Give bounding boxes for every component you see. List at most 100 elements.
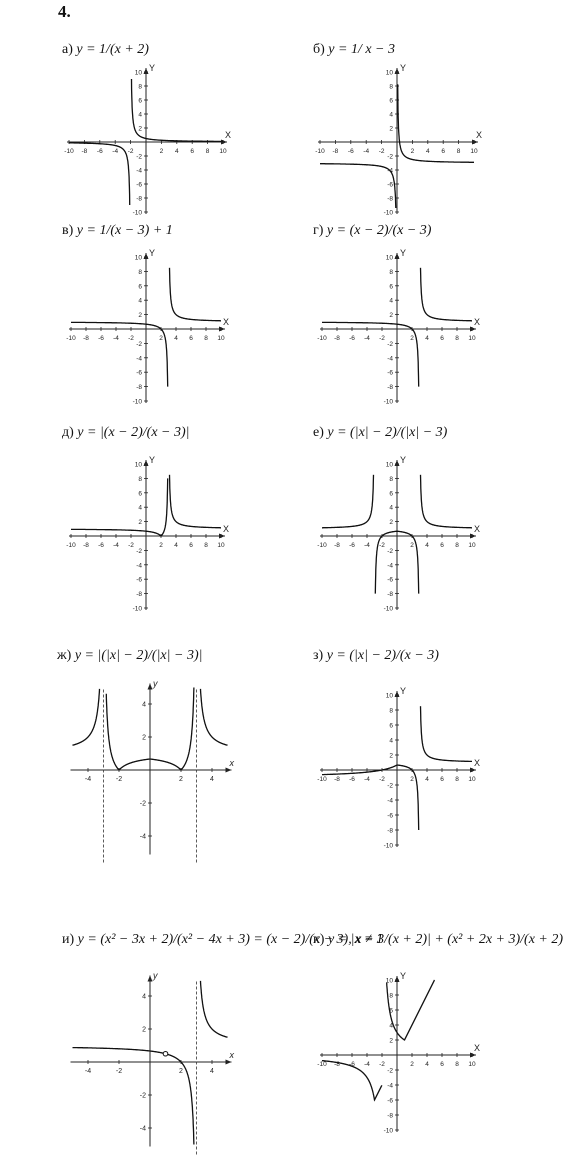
y-tick-label: 2 — [138, 312, 142, 319]
y-arrow-icon — [394, 976, 400, 982]
x-tick-label: -2 — [116, 776, 122, 783]
y-tick-label: 10 — [135, 255, 143, 262]
x-tick-label: -8 — [333, 148, 339, 155]
function-curve — [72, 980, 228, 1145]
x-tick-label: 6 — [189, 335, 193, 342]
y-tick-label: -4 — [136, 168, 142, 175]
y-tick-label: -10 — [384, 1128, 394, 1135]
y-tick-label: 10 — [386, 693, 394, 700]
y-tick-label: 8 — [138, 269, 142, 276]
x-tick-label: -10 — [64, 148, 74, 155]
y-tick-label: -4 — [140, 834, 146, 841]
y-tick-label: -2 — [387, 341, 393, 348]
y-tick-label: -6 — [136, 370, 142, 377]
x-tick-label: 10 — [217, 335, 225, 342]
item-label-k: к) y = |x − 3/(x + 2)| + (x² + 2x + 3)/(… — [313, 932, 563, 947]
x-tick-label: -8 — [82, 148, 88, 155]
y-tick-label: 2 — [142, 1027, 146, 1034]
x-tick-label: -8 — [83, 542, 89, 549]
y-tick-label: 6 — [138, 490, 142, 497]
x-tick-label: -4 — [113, 335, 119, 342]
x-tick-label: -10 — [317, 542, 327, 549]
x-tick-label: 10 — [219, 148, 227, 155]
y-tick-label: -2 — [140, 801, 146, 808]
x-tick-label: 2 — [411, 148, 415, 155]
y-tick-label: 10 — [135, 462, 143, 469]
y-tick-label: 2 — [138, 519, 142, 526]
y-tick-label: 4 — [389, 112, 393, 119]
x-tick-label: 2 — [159, 335, 163, 342]
x-tick-label: -6 — [97, 148, 103, 155]
y-tick-label: 4 — [142, 702, 146, 709]
x-tick-label: -6 — [98, 542, 104, 549]
y-tick-label: 2 — [389, 519, 393, 526]
x-tick-label: -4 — [364, 1061, 370, 1068]
y-tick-label: 6 — [389, 283, 393, 290]
x-axis-label: X — [474, 524, 480, 534]
x-tick-label: 4 — [425, 776, 429, 783]
y-tick-label: -6 — [387, 182, 393, 189]
y-tick-label: -2 — [140, 1093, 146, 1100]
y-arrow-icon — [394, 253, 400, 259]
y-tick-label: -2 — [136, 548, 142, 555]
y-tick-label: -6 — [387, 813, 393, 820]
y-tick-label: 8 — [389, 269, 393, 276]
x-tick-label: 4 — [426, 148, 430, 155]
x-tick-label: 2 — [159, 542, 163, 549]
x-arrow-icon — [225, 767, 232, 773]
y-tick-label: -8 — [136, 196, 142, 203]
x-axis-label: X — [476, 130, 482, 140]
y-tick-label: -4 — [136, 562, 142, 569]
x-arrow-icon — [225, 1059, 232, 1065]
y-tick-label: -8 — [387, 196, 393, 203]
y-axis-label: Y — [400, 248, 406, 258]
y-tick-label: 6 — [389, 98, 393, 105]
y-tick-label: 2 — [389, 753, 393, 760]
y-arrow-icon — [394, 68, 400, 74]
y-tick-label: 8 — [138, 476, 142, 483]
x-tick-label: -8 — [334, 1061, 340, 1068]
y-tick-label: -8 — [136, 384, 142, 391]
function-curve — [320, 84, 474, 209]
y-tick-label: 10 — [386, 978, 394, 985]
y-tick-label: -8 — [387, 384, 393, 391]
y-tick-label: 8 — [389, 476, 393, 483]
x-tick-label: 10 — [470, 148, 478, 155]
y-tick-label: -4 — [387, 562, 393, 569]
y-axis-label: Y — [400, 686, 406, 696]
y-tick-label: 2 — [142, 735, 146, 742]
x-tick-label: -10 — [317, 776, 327, 783]
y-arrow-icon — [147, 683, 153, 690]
x-tick-label: -2 — [379, 148, 385, 155]
x-tick-label: 8 — [455, 1061, 459, 1068]
y-tick-label: 8 — [389, 84, 393, 91]
x-tick-label: 8 — [206, 148, 210, 155]
x-tick-label: -4 — [112, 148, 118, 155]
x-tick-label: 2 — [410, 542, 414, 549]
y-tick-label: -10 — [384, 843, 394, 850]
y-tick-label: -8 — [387, 828, 393, 835]
item-label-i: и) y = (x² − 3x + 2)/(x² − 4x + 3) = (x … — [62, 932, 384, 947]
function-curve — [71, 267, 221, 387]
y-arrow-icon — [394, 691, 400, 697]
x-tick-label: -2 — [128, 335, 134, 342]
y-tick-label: 4 — [389, 505, 393, 512]
item-label-b: б) y = 1/ x − 3 — [313, 42, 396, 57]
x-tick-label: 2 — [410, 335, 414, 342]
y-arrow-icon — [143, 460, 149, 466]
y-tick-label: -4 — [387, 355, 393, 362]
y-arrow-icon — [147, 975, 153, 982]
y-tick-label: -4 — [387, 1083, 393, 1090]
x-tick-label: 6 — [440, 1061, 444, 1068]
y-axis-label: Y — [400, 971, 406, 981]
x-tick-label: 6 — [190, 148, 194, 155]
x-axis-label: X — [223, 524, 229, 534]
function-curve — [322, 474, 472, 594]
x-tick-label: 6 — [440, 335, 444, 342]
y-tick-label: 2 — [389, 1038, 393, 1045]
